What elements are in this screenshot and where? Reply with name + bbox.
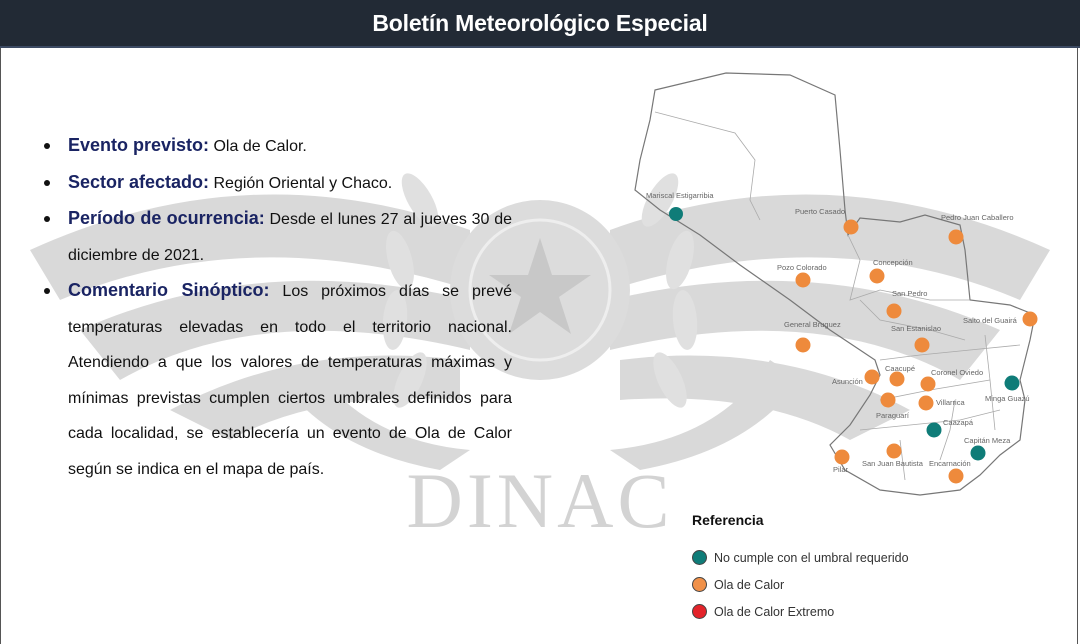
paraguay-map: Mariscal Estigarribia Puerto Casado Pedr… — [634, 72, 1038, 496]
bullet-label: Sector afectado: — [68, 171, 210, 192]
legend-label: Ola de Calor — [714, 577, 785, 592]
svg-text:Minga Guazú: Minga Guazú — [985, 394, 1030, 403]
red-dot-icon — [692, 604, 707, 619]
orange-dot-icon — [692, 577, 707, 592]
laurel-icon — [382, 173, 698, 408]
bullet-text: Desde el lunes 27 al jueves 30 de diciem… — [68, 211, 512, 264]
svg-text:Caacupé: Caacupé — [885, 364, 915, 373]
svg-text:Asunción: Asunción — [832, 377, 863, 386]
svg-text:Coronel Oviedo: Coronel Oviedo — [931, 368, 983, 377]
svg-text:Pilar: Pilar — [833, 465, 849, 474]
svg-text:San Estanislao: San Estanislao — [891, 324, 941, 333]
wings-icon — [30, 194, 1050, 470]
svg-text:Pedro Juan Caballero: Pedro Juan Caballero — [941, 213, 1014, 222]
bullet-sector: Sector afectado: Región Oriental y Chaco… — [40, 165, 512, 202]
bullet-label: Evento previsto: — [68, 135, 210, 155]
svg-text:Capitán Meza: Capitán Meza — [964, 436, 1011, 445]
page-title: Boletín Meteorológico Especial — [372, 9, 708, 36]
svg-text:San Juan Bautista: San Juan Bautista — [862, 459, 924, 468]
svg-text:San Pedro: San Pedro — [892, 289, 927, 298]
header-bar: Boletín Meteorológico Especial — [0, 0, 1080, 48]
star-icon — [489, 238, 591, 334]
bullet-evento: Evento previsto: Ola de Calor. — [40, 128, 512, 165]
svg-text:Mariscal Estigarribia: Mariscal Estigarribia — [646, 191, 714, 200]
page-frame — [0, 48, 1078, 644]
bulletin-body: Evento previsto: Ola de Calor. Sector af… — [40, 128, 512, 487]
svg-text:Salto del Guairá: Salto del Guairá — [963, 316, 1018, 325]
legend-item-ola-calor: Ola de Calor — [692, 571, 909, 598]
legend-title: Referencia — [692, 512, 764, 528]
teal-dot-icon — [692, 550, 707, 565]
legend-item-no-cumple: No cumple con el umbral requerido — [692, 544, 909, 571]
watermark-text: DINAC — [407, 457, 674, 544]
svg-text:Encarnación: Encarnación — [929, 459, 971, 468]
legend-label: No cumple con el umbral requerido — [714, 550, 909, 565]
bullet-comentario: Comentario Sinóptico: Los próximos días … — [40, 273, 512, 487]
bullet-text: Región Oriental y Chaco. — [209, 174, 393, 192]
legend-label: Ola de Calor Extremo — [714, 604, 835, 619]
svg-text:Villarrica: Villarrica — [936, 398, 965, 407]
svg-text:Concepción: Concepción — [873, 258, 913, 267]
bullet-label: Comentario Sinóptico: — [68, 280, 270, 300]
bullet-text: Los próximos días se prevé temperaturas … — [68, 283, 512, 478]
station-markers: Mariscal Estigarribia Puerto Casado Pedr… — [646, 191, 1038, 484]
legend-item-ola-extremo: Ola de Calor Extremo — [692, 598, 909, 625]
svg-text:Pozo Colorado: Pozo Colorado — [777, 263, 827, 272]
bullet-label: Período de ocurrencia: — [68, 208, 265, 228]
bullet-text: Ola de Calor. — [209, 138, 307, 155]
svg-text:Puerto Casado: Puerto Casado — [795, 207, 845, 216]
svg-text:General Bruguez: General Bruguez — [784, 320, 841, 329]
dinac-watermark-emblem: DINAC — [30, 173, 1050, 544]
svg-text:Paraguarí: Paraguarí — [876, 411, 910, 420]
svg-text:Caazapá: Caazapá — [943, 418, 974, 427]
bullet-periodo: Período de ocurrencia: Desde el lunes 27… — [40, 201, 512, 273]
map-legend: Referencia No cumple con el umbral reque… — [692, 512, 909, 625]
bulletin-list: Evento previsto: Ola de Calor. Sector af… — [40, 128, 512, 487]
country-outline — [634, 72, 1036, 496]
